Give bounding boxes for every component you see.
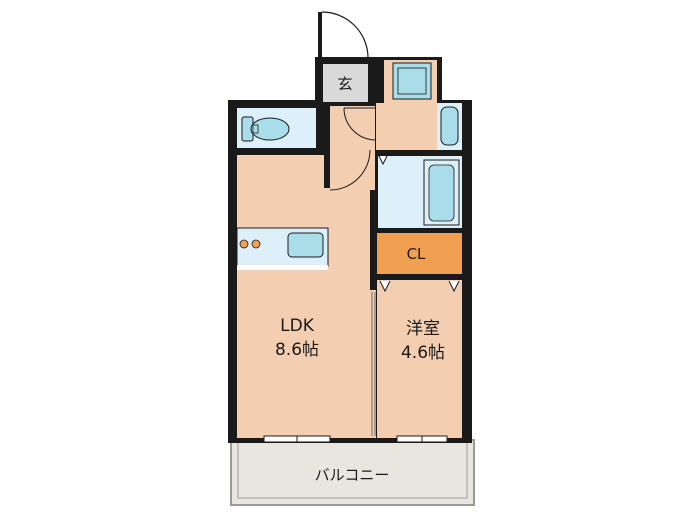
toilet-bowl-icon [250,117,290,141]
hall-floor [330,106,375,155]
hall-floor-lower [330,150,375,190]
closet-floor [377,233,462,274]
bathroom [378,155,462,228]
western-room-door-marker [379,280,391,293]
closet-label: CL [407,245,426,263]
balcony-floor [230,439,475,506]
ldk-room: LDK 8.6帖 [236,155,370,438]
western-room-floor [377,280,462,438]
entrance-label: 玄 [337,75,352,93]
washing-machine-inner [397,67,427,95]
kitchen-counter-edge [237,265,328,270]
entrance-floor [323,64,368,102]
bathroom-door-marker [378,155,388,166]
stove-burner-icon [251,239,261,249]
washroom [343,60,462,150]
closet: CL [377,233,462,274]
western-room: 洋室 4.6帖 [377,280,462,438]
front-door [318,11,369,58]
western-room-label: 洋室 [406,319,440,339]
western-room-door-marker [448,280,460,293]
ldk-area: 8.6帖 [275,340,319,360]
toilet-seat-link [252,124,259,134]
sliding-partition [370,290,376,438]
wall-stub [324,155,330,188]
toilet-room [237,108,316,148]
vanity-sink-icon [440,106,459,146]
washroom-door-arc [343,107,377,141]
balcony-label: バルコニー [315,466,390,484]
kitchen-sink-icon [287,232,324,258]
washroom-floor [376,103,437,150]
stove-burner-icon [239,239,249,249]
ldk-floor [237,155,370,438]
western-room-area: 4.6帖 [401,343,445,363]
entrance: 玄 [323,64,368,102]
ldk-door-arc [329,149,371,191]
ldk-label: LDK [280,316,315,336]
front-door-arc [321,11,369,58]
front-door-leaf [318,12,322,58]
bathtub-basin [428,164,455,222]
